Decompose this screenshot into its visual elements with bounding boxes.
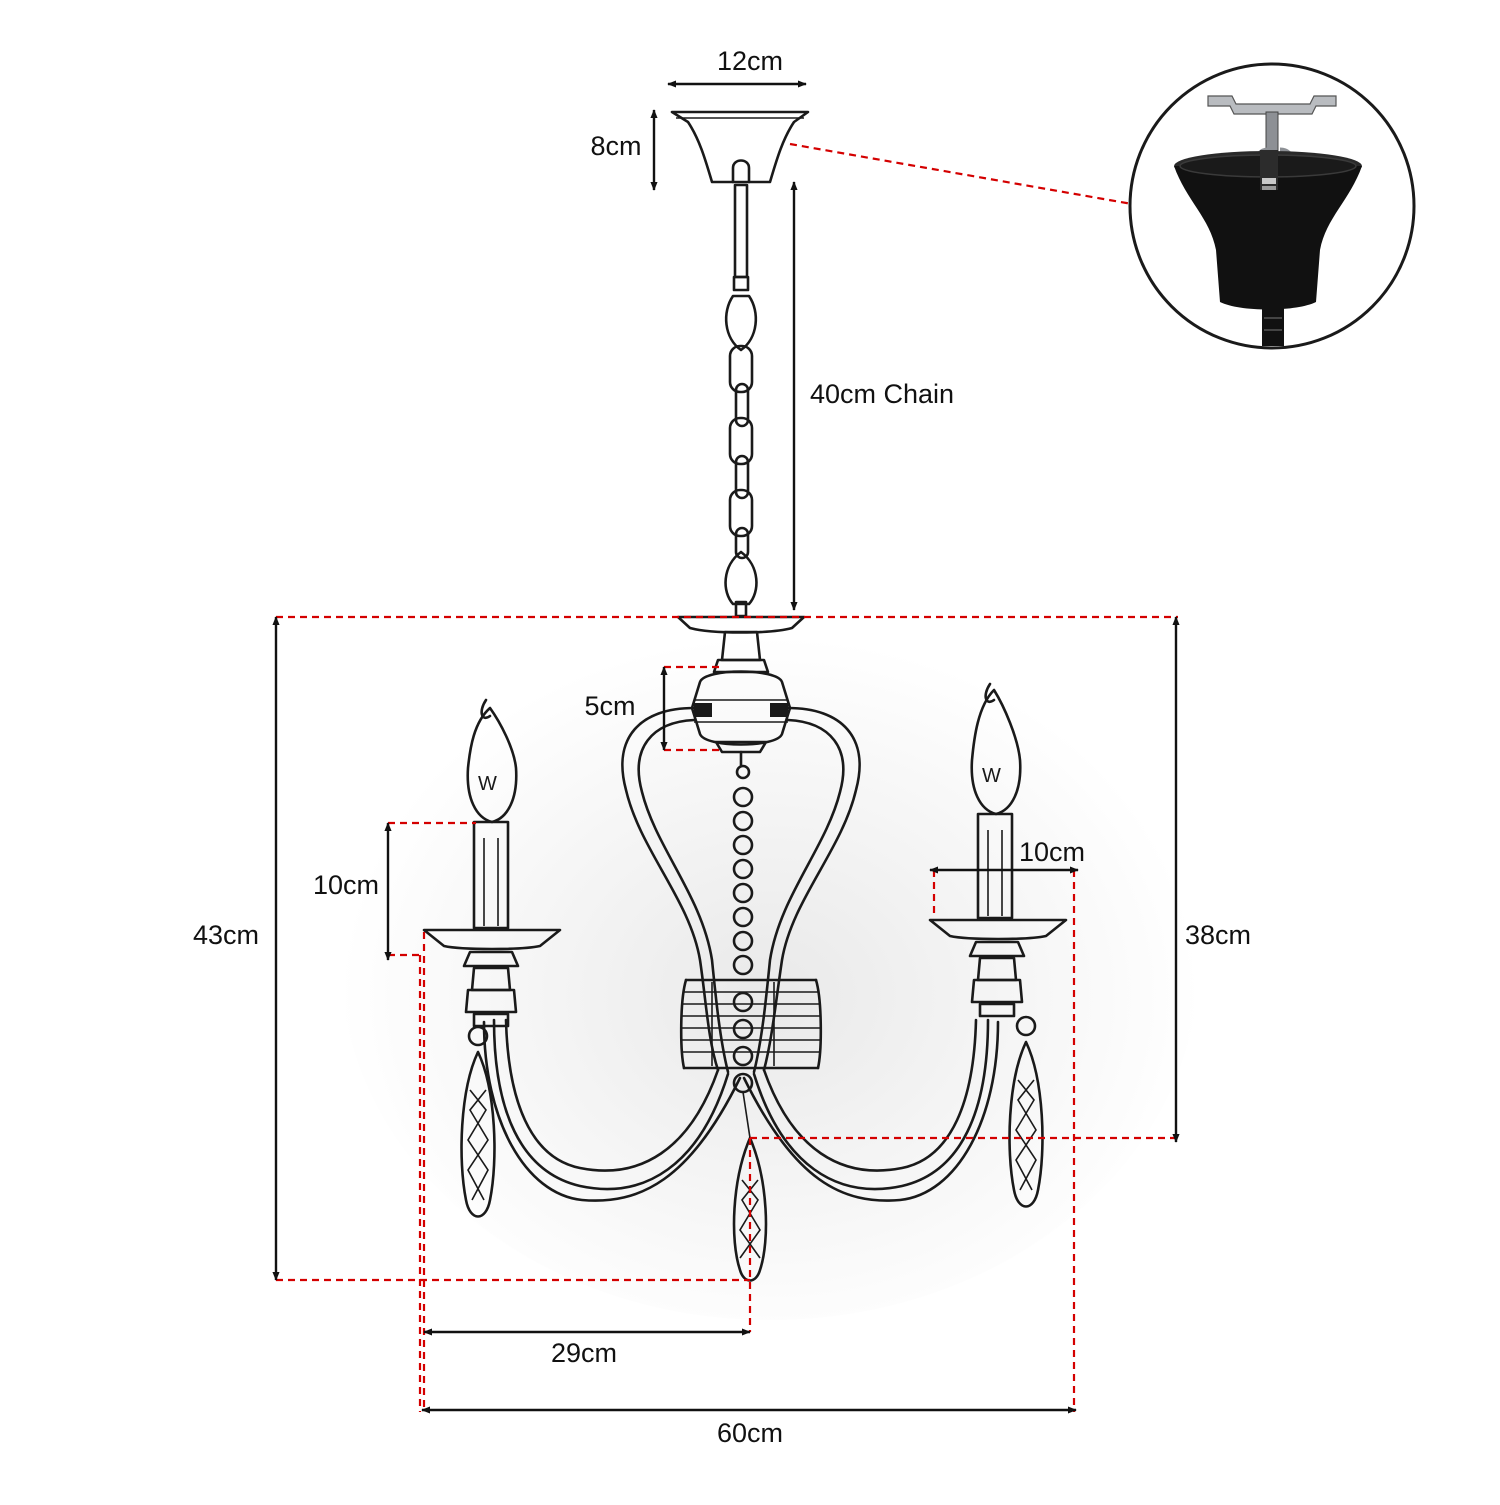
dimension-arrows	[272, 80, 1180, 1414]
upper-frame-drawing	[621, 706, 861, 1074]
total-width-label: 60cm	[717, 1418, 783, 1448]
total-height-label: 43cm	[193, 920, 259, 950]
ceiling-canopy-drawing	[670, 110, 810, 184]
chain-drawing	[724, 294, 758, 618]
right-cup-width-label: 10cm	[1019, 837, 1085, 867]
left-candle-height-label: 10cm	[313, 870, 379, 900]
chain-length-label: 40cm Chain	[810, 379, 954, 409]
hanging-rod-drawing	[732, 183, 750, 292]
center-cage-drawing	[679, 978, 823, 1070]
dimension-labels: 12cm 8cm 40cm Chain 5cm 10cm 10cm 43cm 3…	[193, 46, 1251, 1448]
svg-text:W: W	[478, 773, 497, 795]
center-body-height-label: 5cm	[584, 691, 635, 721]
canopy-height-label: 8cm	[590, 131, 641, 161]
canopy-width-label: 12cm	[717, 46, 783, 76]
center-to-side-label: 29cm	[551, 1338, 617, 1368]
arm-height-label: 38cm	[1185, 920, 1251, 950]
left-candle-drawing: W	[422, 698, 562, 1218]
ceiling-canopy-hook-photo-icon	[1128, 62, 1416, 350]
svg-text:W: W	[982, 765, 1001, 787]
bead-string-drawing	[732, 764, 754, 1139]
side-arms-drawing	[482, 1018, 1000, 1202]
center-body-drawing	[676, 615, 806, 768]
